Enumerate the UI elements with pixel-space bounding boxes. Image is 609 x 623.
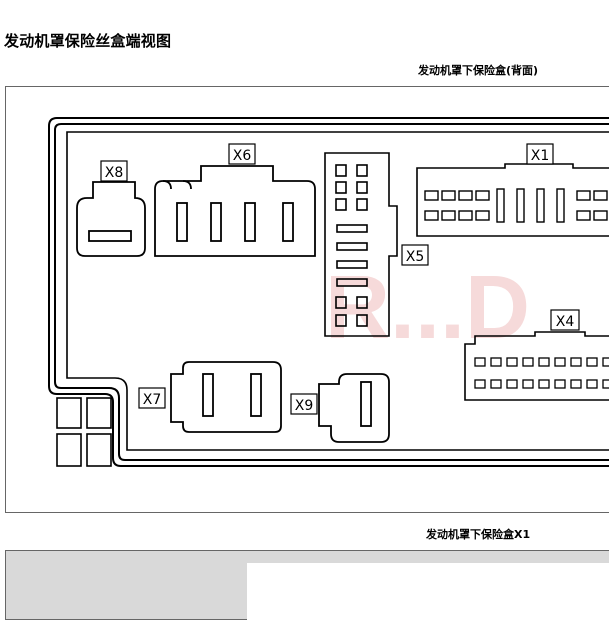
x1-pins bbox=[424, 188, 608, 223]
connector-x7[interactable] bbox=[170, 361, 282, 433]
connector-x4[interactable] bbox=[464, 331, 609, 401]
figure-caption: 发动机罩下保险盒(背面) bbox=[418, 64, 539, 77]
fuse-box-diagram: R...D bbox=[5, 86, 609, 513]
label-x4: X4 bbox=[556, 314, 575, 330]
label-x7: X7 bbox=[143, 392, 162, 408]
connector-labels bbox=[100, 143, 580, 415]
label-x8: X8 bbox=[105, 165, 124, 181]
label-x6: X6 bbox=[233, 148, 252, 164]
pinout-table bbox=[5, 550, 609, 623]
label-x9: X9 bbox=[295, 398, 314, 414]
watermark: R...D bbox=[325, 258, 530, 358]
table-caption: 发动机罩下保险盒X1 bbox=[426, 528, 531, 541]
fuse-box-drawing: R...D bbox=[48, 117, 609, 467]
connector-x6[interactable] bbox=[154, 165, 316, 257]
connector-x5[interactable] bbox=[324, 152, 398, 337]
table-cell bbox=[247, 563, 609, 623]
connector-x9[interactable] bbox=[318, 373, 390, 443]
connector-x8[interactable] bbox=[76, 181, 146, 257]
housing-outline bbox=[48, 117, 609, 467]
connector-x1[interactable] bbox=[416, 163, 609, 237]
label-x1: X1 bbox=[531, 148, 550, 164]
page-title: 发动机罩保险丝盒端视图 bbox=[4, 32, 172, 50]
x4-pins bbox=[474, 357, 609, 389]
housing-feet bbox=[56, 397, 112, 467]
label-x5: X5 bbox=[406, 249, 425, 265]
